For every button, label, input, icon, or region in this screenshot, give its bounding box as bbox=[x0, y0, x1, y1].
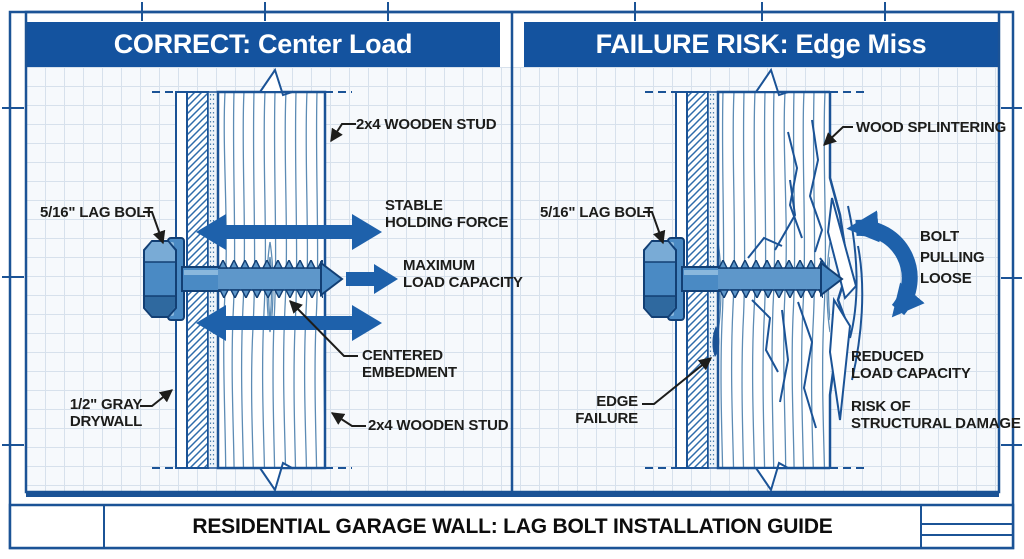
label-lag-bolt-right: 5/16" LAG BOLT bbox=[540, 204, 654, 221]
correct-panel-header: CORRECT: Center Load bbox=[26, 22, 500, 67]
label-lag-bolt-left: 5/16" LAG BOLT bbox=[40, 204, 154, 221]
label-wood-splintering: WOOD SPLINTERING bbox=[856, 119, 1007, 136]
label-centered-embedment: CENTERED EMBEDMENT bbox=[362, 347, 457, 381]
label-bolt-pulling-loose: BOLT PULLING LOOSE bbox=[920, 228, 985, 287]
label-edge-failure: EDGE FAILURE bbox=[575, 393, 638, 427]
label-risk-structural-damage: RISK OF STRUCTURAL DAMAGE bbox=[851, 398, 1021, 432]
failure-panel-header: FAILURE RISK: Edge Miss bbox=[524, 22, 998, 67]
label-stable-holding-force: STABLE HOLDING FORCE bbox=[385, 197, 509, 231]
label-reduced-load-capacity: REDUCED LOAD CAPACITY bbox=[851, 348, 971, 382]
label-maximum-load-capacity: MAXIMUM LOAD CAPACITY bbox=[403, 257, 523, 291]
label-stud-bottom: 2x4 WOODEN STUD bbox=[368, 417, 509, 434]
label-gray-drywall: 1/2" GRAY DRYWALL bbox=[69, 396, 143, 430]
footer-title: RESIDENTIAL GARAGE WALL: LAG BOLT INSTAL… bbox=[192, 515, 833, 538]
label-stud-top: 2x4 WOODEN STUD bbox=[356, 116, 497, 133]
